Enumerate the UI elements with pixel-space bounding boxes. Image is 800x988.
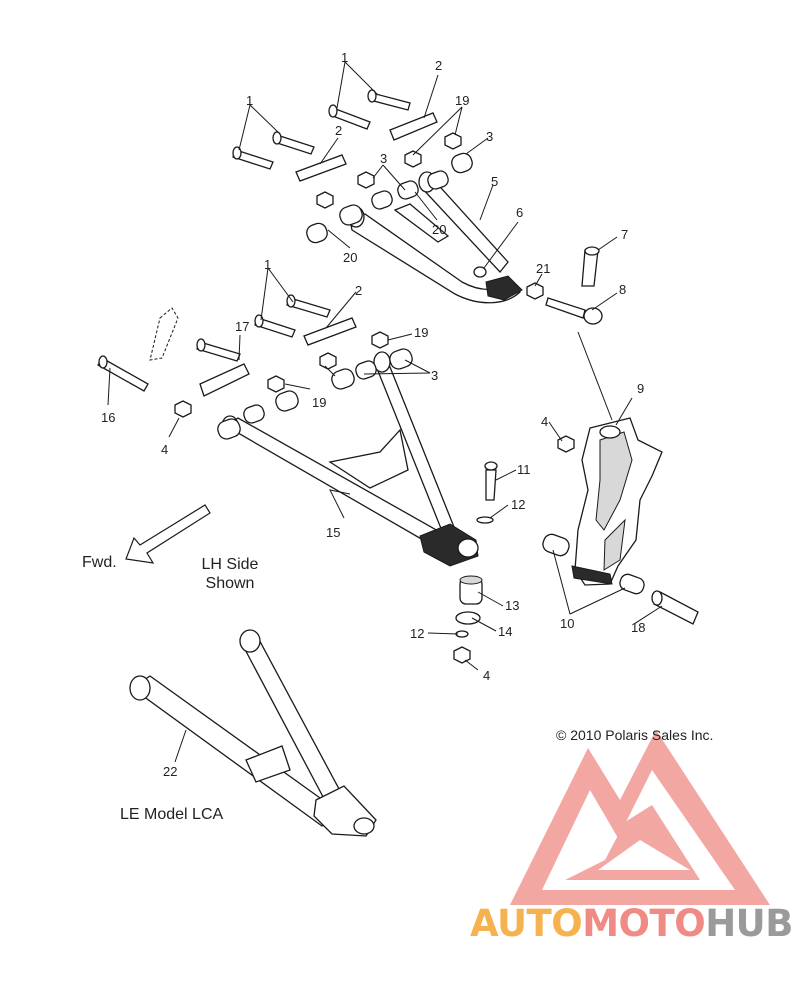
callout-15: 15 <box>326 525 341 540</box>
watermark-logo <box>510 730 770 905</box>
callout-1: 1 <box>264 257 272 272</box>
ball-joint-stack <box>453 461 498 664</box>
lower-arm-hardware <box>174 331 575 453</box>
callout-21: 21 <box>536 261 551 276</box>
callout-6: 6 <box>516 205 524 220</box>
callout-19: 19 <box>414 325 429 340</box>
callout-4: 4 <box>161 442 169 457</box>
watermark-hub: HUB <box>705 902 793 945</box>
callout-19: 19 <box>312 395 327 410</box>
callout-18: 18 <box>631 620 646 635</box>
callout-11: 11 <box>517 462 531 477</box>
callout-17: 17 <box>235 319 250 334</box>
watermark-auto: AUTO <box>470 902 583 945</box>
side-label-line2: Shown <box>205 575 255 592</box>
watermark-text: AUTOMOTOHUB <box>470 902 793 945</box>
callout-2: 2 <box>355 283 363 298</box>
callout-22: 22 <box>163 764 178 779</box>
callout-3: 3 <box>486 129 494 144</box>
steering-knuckle <box>571 417 663 586</box>
callout-9: 9 <box>637 381 645 396</box>
callout-13: 13 <box>505 598 520 613</box>
callout-1: 1 <box>246 93 254 108</box>
callout-2: 2 <box>335 123 343 138</box>
bolts-upper <box>232 89 411 170</box>
callout-20: 20 <box>432 222 447 237</box>
cam-plates-lower <box>199 317 357 397</box>
callout-19: 19 <box>455 93 470 108</box>
ball-joint-and-tie-rod <box>545 246 603 325</box>
lower-a-arm <box>221 351 479 567</box>
side-label-line1: LH Side <box>201 556 259 573</box>
cam-plates-upper <box>295 112 438 182</box>
callout-7: 7 <box>621 227 629 242</box>
callout-3: 3 <box>431 368 439 383</box>
callout-4: 4 <box>483 668 491 683</box>
forward-arrow <box>125 504 211 564</box>
callout-14: 14 <box>498 624 513 639</box>
callout-2: 2 <box>435 58 443 73</box>
callout-1: 1 <box>341 50 349 65</box>
forward-label: Fwd. <box>82 554 117 571</box>
callout-12: 12 <box>511 497 526 512</box>
dashed-reference <box>149 307 179 361</box>
bolts-lower <box>97 294 331 392</box>
callout-8: 8 <box>619 282 627 297</box>
callout-10: 10 <box>560 616 575 631</box>
side-label: LH Side Shown <box>192 555 268 593</box>
leader-lines <box>107 61 663 763</box>
upper-arm-hardware <box>306 132 544 300</box>
watermark-moto: MOTO <box>582 902 706 945</box>
callout-20: 20 <box>343 250 358 265</box>
callout-16: 16 <box>101 410 116 425</box>
upper-a-arm <box>347 171 523 304</box>
knuckle-bushings <box>542 533 699 625</box>
callout-3: 3 <box>380 151 388 166</box>
le-model-lca <box>129 629 377 837</box>
le-model-label: LE Model LCA <box>120 806 224 823</box>
copyright-notice: © 2010 Polaris Sales Inc. <box>556 727 714 743</box>
callout-5: 5 <box>491 174 499 189</box>
callout-12: 12 <box>410 626 425 641</box>
callout-4: 4 <box>541 414 549 429</box>
